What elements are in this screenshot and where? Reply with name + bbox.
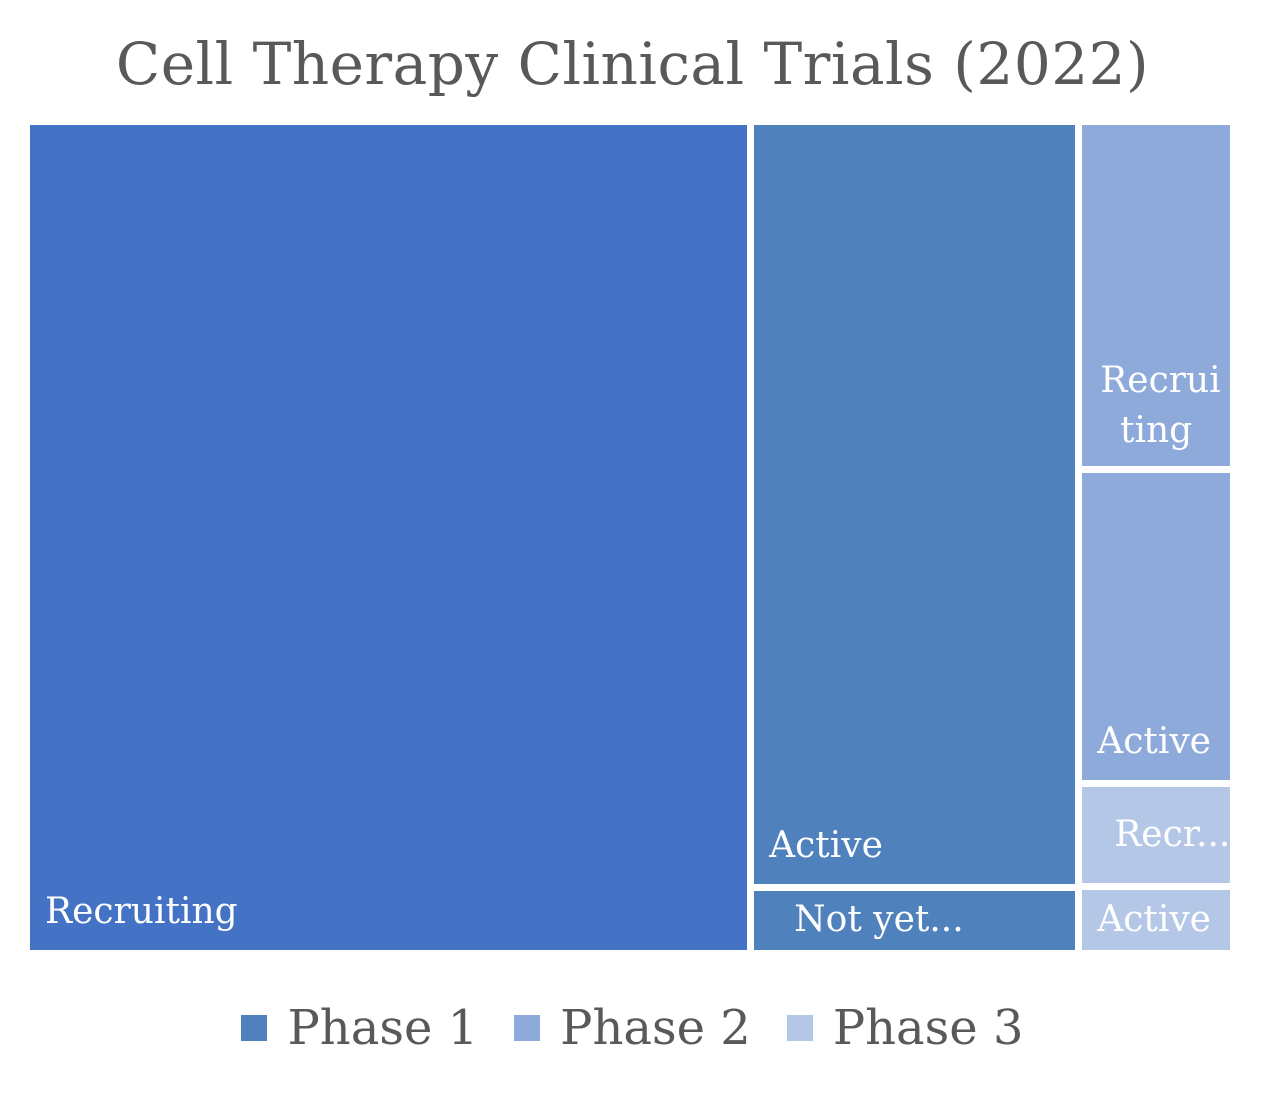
legend-swatch-phase-1 <box>241 1015 268 1041</box>
legend-label-phase-3: Phase 3 <box>832 1000 1024 1056</box>
legend-item-phase-3: Phase 3 <box>786 1000 1024 1056</box>
tile-phase3-active: Active <box>1082 890 1230 950</box>
legend-label-phase-1: Phase 1 <box>287 1000 479 1056</box>
legend-item-phase-2: Phase 2 <box>514 1000 751 1056</box>
tile-label-phase1-active: Active <box>769 825 883 867</box>
treemap-plot-area: Recruiting Active Not yet... Recrui ting… <box>30 125 1230 950</box>
legend-swatch-phase-3 <box>786 1015 813 1041</box>
legend-swatch-phase-2 <box>514 1015 541 1041</box>
tile-phase1-recruiting: Recruiting <box>30 125 748 950</box>
tile-label-phase1-not-yet-recruiting: Not yet... <box>794 898 964 940</box>
tile-phase1-not-yet-recruiting: Not yet... <box>754 891 1076 950</box>
chart-title: Cell Therapy Clinical Trials (2022) <box>115 30 1150 98</box>
tile-label-phase1-recruiting: Recruiting <box>45 891 238 932</box>
tile-label-phase3-active: Active <box>1097 898 1211 940</box>
tile-phase3-recruiting: Recr... <box>1082 787 1231 884</box>
legend-item-phase-1: Phase 1 <box>241 1000 478 1056</box>
tile-label-phase3-recruiting: Recr... <box>1114 814 1231 856</box>
legend-label-phase-2: Phase 2 <box>560 1000 751 1056</box>
tile-phase2-active: Active <box>1082 472 1230 781</box>
tile-phase2-recruiting: Recrui ting <box>1082 125 1230 466</box>
tile-label-phase2-recruiting: Recrui ting <box>1100 359 1221 451</box>
tile-phase1-active: Active <box>754 125 1076 885</box>
tile-label-phase2-active: Active <box>1097 721 1211 763</box>
chart-legend: Phase 1 Phase 2 Phase 3 <box>0 1000 1265 1056</box>
